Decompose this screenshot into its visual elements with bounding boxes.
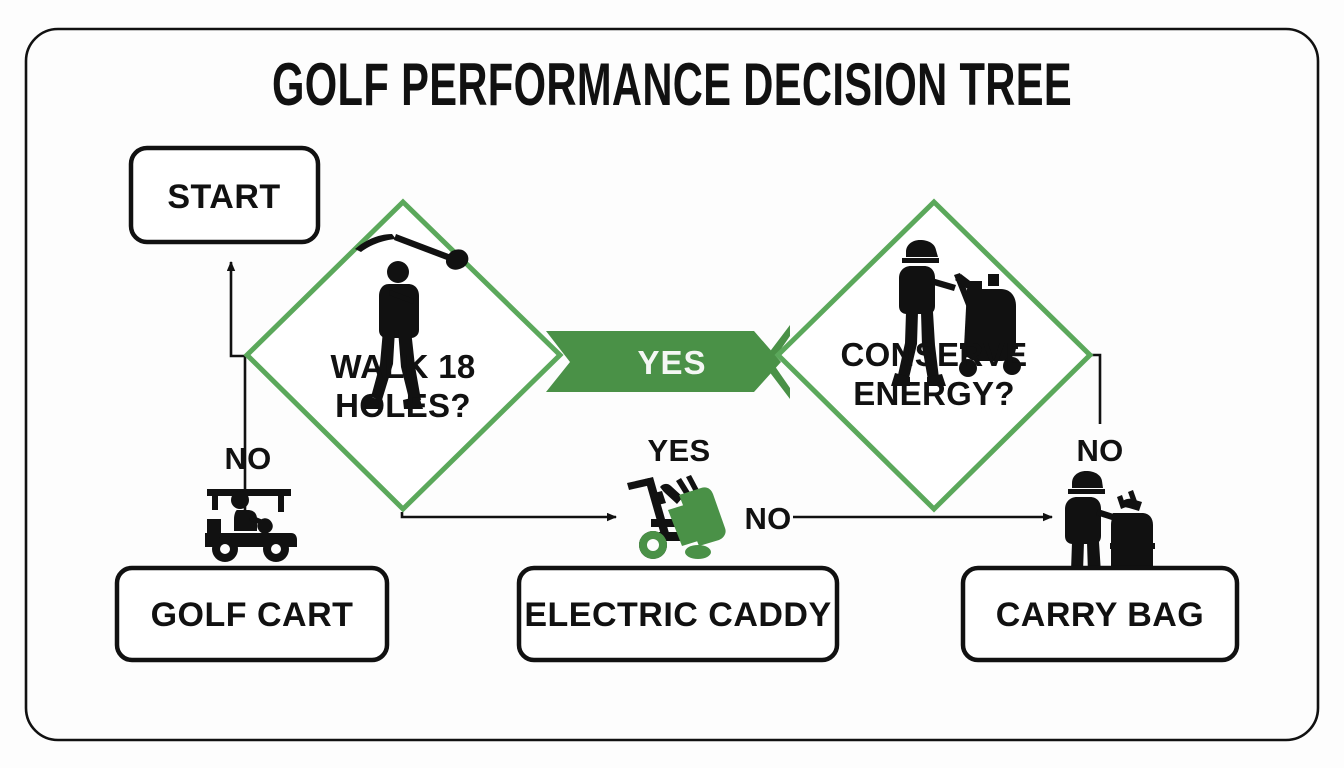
electric-caddy-label: ELECTRIC CADDY <box>524 596 831 634</box>
conserve-label-line1: CONSERVE <box>840 336 1027 373</box>
golf-cart-box[interactable] <box>114 565 390 663</box>
node-outcome-caddy[interactable]: ELECTRIC CADDY <box>516 565 840 663</box>
start-label: START <box>167 178 280 216</box>
walk-label-line1: WALK 18 <box>330 348 475 385</box>
edge-walk-no <box>226 261 247 520</box>
golf-cart-icon <box>205 489 297 562</box>
banner-yes: YES <box>546 325 790 399</box>
conserve-label-line2: ENERGY? <box>853 375 1015 412</box>
edge-label-conserve-no-right: NO <box>1076 433 1123 468</box>
edge-walk-yes-to-caddy <box>400 512 617 522</box>
node-outcome-bag[interactable]: CARRY BAG <box>960 565 1240 663</box>
yes-banner-head <box>762 325 790 399</box>
node-outcome-cart[interactable]: GOLF CART <box>114 565 390 663</box>
edge-label-conserve-no-mid: NO <box>744 501 791 536</box>
electric-caddy-box[interactable] <box>516 565 840 663</box>
carry-bag-box[interactable] <box>960 565 1240 663</box>
page-title: GOLF PERFORMANCE DECISION TREE <box>272 51 1072 118</box>
golf-cart-label: GOLF CART <box>151 596 354 634</box>
yes-banner-body <box>546 331 781 392</box>
walk-label-line2: HOLES? <box>335 387 471 424</box>
node-decision-conserve[interactable]: CONSERVE ENERGY? <box>774 198 1094 513</box>
edge-label-conserve-yes: YES <box>648 433 711 468</box>
person-pushing-trolley-icon <box>891 240 1021 386</box>
edge-label-walk-no: NO <box>224 441 271 476</box>
start-box[interactable] <box>128 145 321 245</box>
carry-bag-label: CARRY BAG <box>996 596 1205 634</box>
yes-banner-label: YES <box>637 344 706 381</box>
outer-frame <box>24 27 1320 742</box>
node-start[interactable]: START <box>128 145 321 245</box>
electric-caddy-icon <box>627 475 726 559</box>
node-decision-walk[interactable]: WALK 18 HOLES? <box>243 198 564 513</box>
golf-swing-icon <box>355 234 469 409</box>
